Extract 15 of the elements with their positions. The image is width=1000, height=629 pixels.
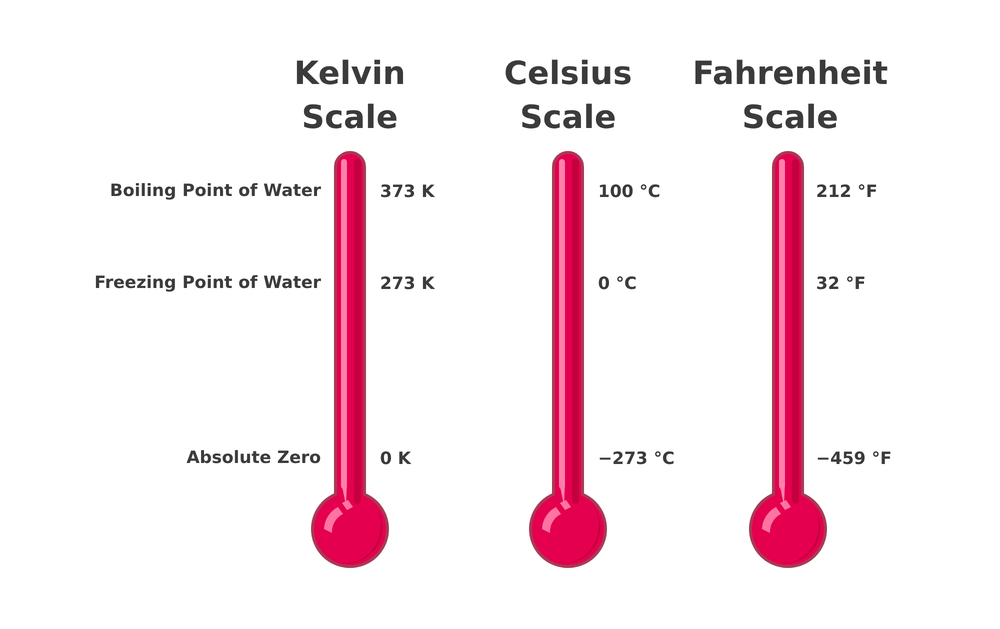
temperature-value: 0 °C [598, 273, 637, 295]
reference-point-label: Absolute Zero [186, 447, 321, 469]
scale-heading: Fahrenheit Scale [692, 53, 888, 138]
temperature-value: 32 °F [816, 273, 866, 295]
temperature-value: −459 °F [816, 448, 892, 470]
temperature-value: 0 K [380, 448, 411, 470]
reference-point-label: Freezing Point of Water [94, 272, 321, 294]
temperature-value: 212 °F [816, 181, 878, 203]
scale-heading: Kelvin Scale [294, 53, 406, 138]
temperature-value: 373 K [380, 181, 435, 203]
scale-heading: Celsius Scale [504, 53, 632, 138]
temperature-value: 273 K [380, 273, 435, 295]
temperature-value: 100 °C [598, 181, 660, 203]
temperature-value: −273 °C [598, 448, 675, 470]
reference-point-label: Boiling Point of Water [110, 180, 321, 202]
